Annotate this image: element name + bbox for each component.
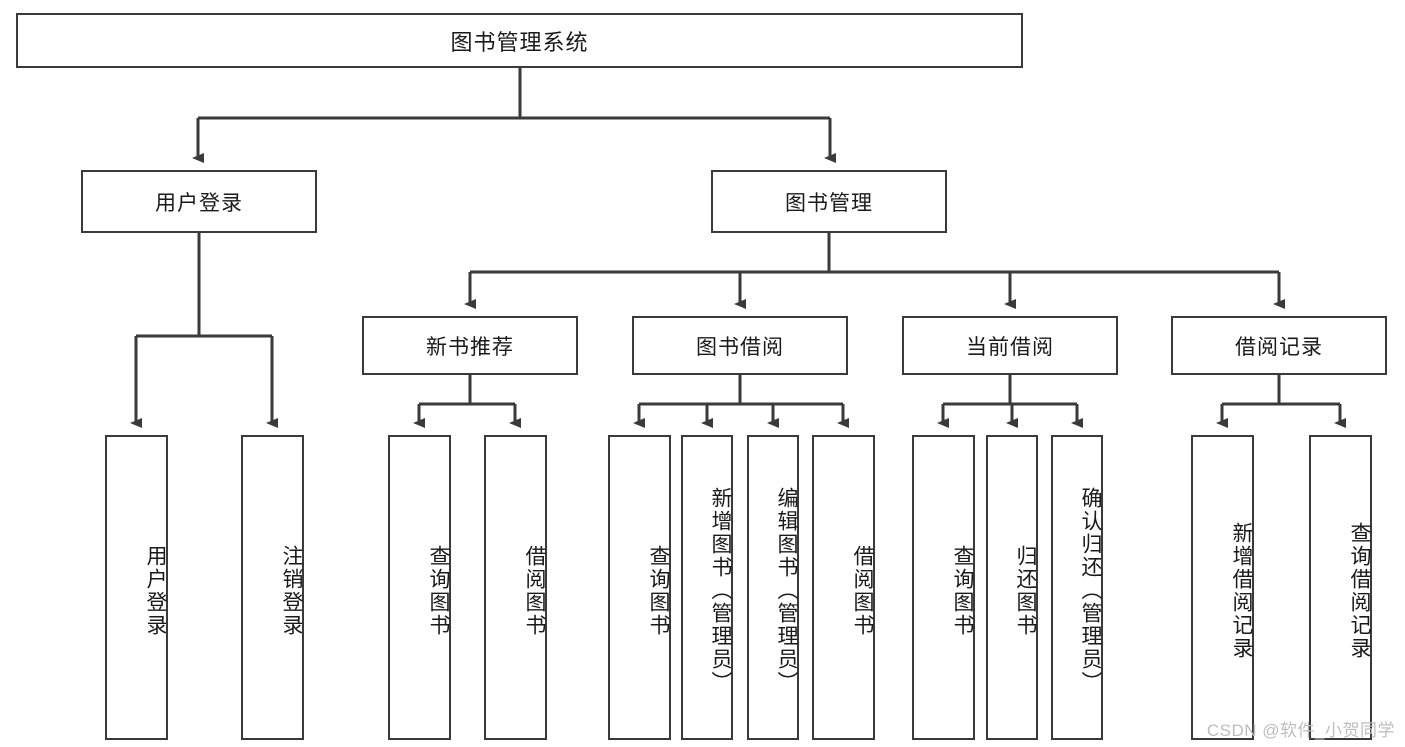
node-leaf-query-borrow-record[interactable]: 查询借阅记录 <box>1309 435 1372 740</box>
node-leaf-return-book[interactable]: 归还图书 <box>986 435 1038 740</box>
node-leaf-edit-book-admin-label: 编辑图书（管理员） <box>775 487 798 694</box>
node-leaf-borrow-book-1-label: 借阅图书 <box>523 544 546 637</box>
node-root-label: 图书管理系统 <box>450 29 589 55</box>
node-book-borrow[interactable]: 图书借阅 <box>632 316 848 375</box>
node-leaf-add-book-admin-label: 新增图书（管理员） <box>709 487 732 694</box>
node-borrow-record[interactable]: 借阅记录 <box>1171 316 1387 375</box>
watermark-text: CSDN @软件_小贺同学 <box>1206 721 1395 740</box>
node-leaf-user-login[interactable]: 用户登录 <box>105 435 168 740</box>
node-leaf-query-borrow-record-label: 查询借阅记录 <box>1348 521 1371 660</box>
node-user-login-label: 用户登录 <box>155 191 243 215</box>
node-leaf-logout-login-label: 注销登录 <box>280 544 303 637</box>
node-leaf-query-book-1[interactable]: 查询图书 <box>388 435 451 740</box>
node-leaf-user-login-label: 用户登录 <box>144 544 167 637</box>
node-leaf-edit-book-admin[interactable]: 编辑图书（管理员） <box>747 435 799 740</box>
node-root[interactable]: 图书管理系统 <box>16 13 1023 68</box>
node-leaf-borrow-book-2-label: 借阅图书 <box>851 544 874 637</box>
node-leaf-confirm-return-admin-label: 确认归还（管理员） <box>1079 487 1102 694</box>
node-leaf-logout-login[interactable]: 注销登录 <box>241 435 304 740</box>
node-leaf-query-book-2[interactable]: 查询图书 <box>608 435 671 740</box>
node-leaf-borrow-book-1[interactable]: 借阅图书 <box>484 435 547 740</box>
node-leaf-add-book-admin[interactable]: 新增图书（管理员） <box>681 435 733 740</box>
node-leaf-query-book-2-label: 查询图书 <box>647 544 670 637</box>
node-leaf-query-book-1-label: 查询图书 <box>427 544 450 637</box>
node-leaf-confirm-return-admin[interactable]: 确认归还（管理员） <box>1051 435 1103 740</box>
node-book-manage-label: 图书管理 <box>785 191 873 215</box>
node-leaf-borrow-book-2[interactable]: 借阅图书 <box>812 435 875 740</box>
node-user-login[interactable]: 用户登录 <box>81 170 317 233</box>
node-leaf-return-book-label: 归还图书 <box>1014 544 1037 637</box>
node-borrow-record-label: 借阅记录 <box>1235 335 1323 359</box>
node-book-manage[interactable]: 图书管理 <box>711 170 947 233</box>
node-current-borrow-label: 当前借阅 <box>966 335 1054 359</box>
node-new-book-recommend-label: 新书推荐 <box>426 335 514 359</box>
node-leaf-query-book-3[interactable]: 查询图书 <box>912 435 975 740</box>
node-leaf-query-book-3-label: 查询图书 <box>951 544 974 637</box>
node-leaf-add-borrow-record[interactable]: 新增借阅记录 <box>1191 435 1254 740</box>
node-book-borrow-label: 图书借阅 <box>696 335 784 359</box>
node-new-book-recommend[interactable]: 新书推荐 <box>362 316 578 375</box>
node-current-borrow[interactable]: 当前借阅 <box>902 316 1118 375</box>
node-leaf-add-borrow-record-label: 新增借阅记录 <box>1230 521 1253 660</box>
